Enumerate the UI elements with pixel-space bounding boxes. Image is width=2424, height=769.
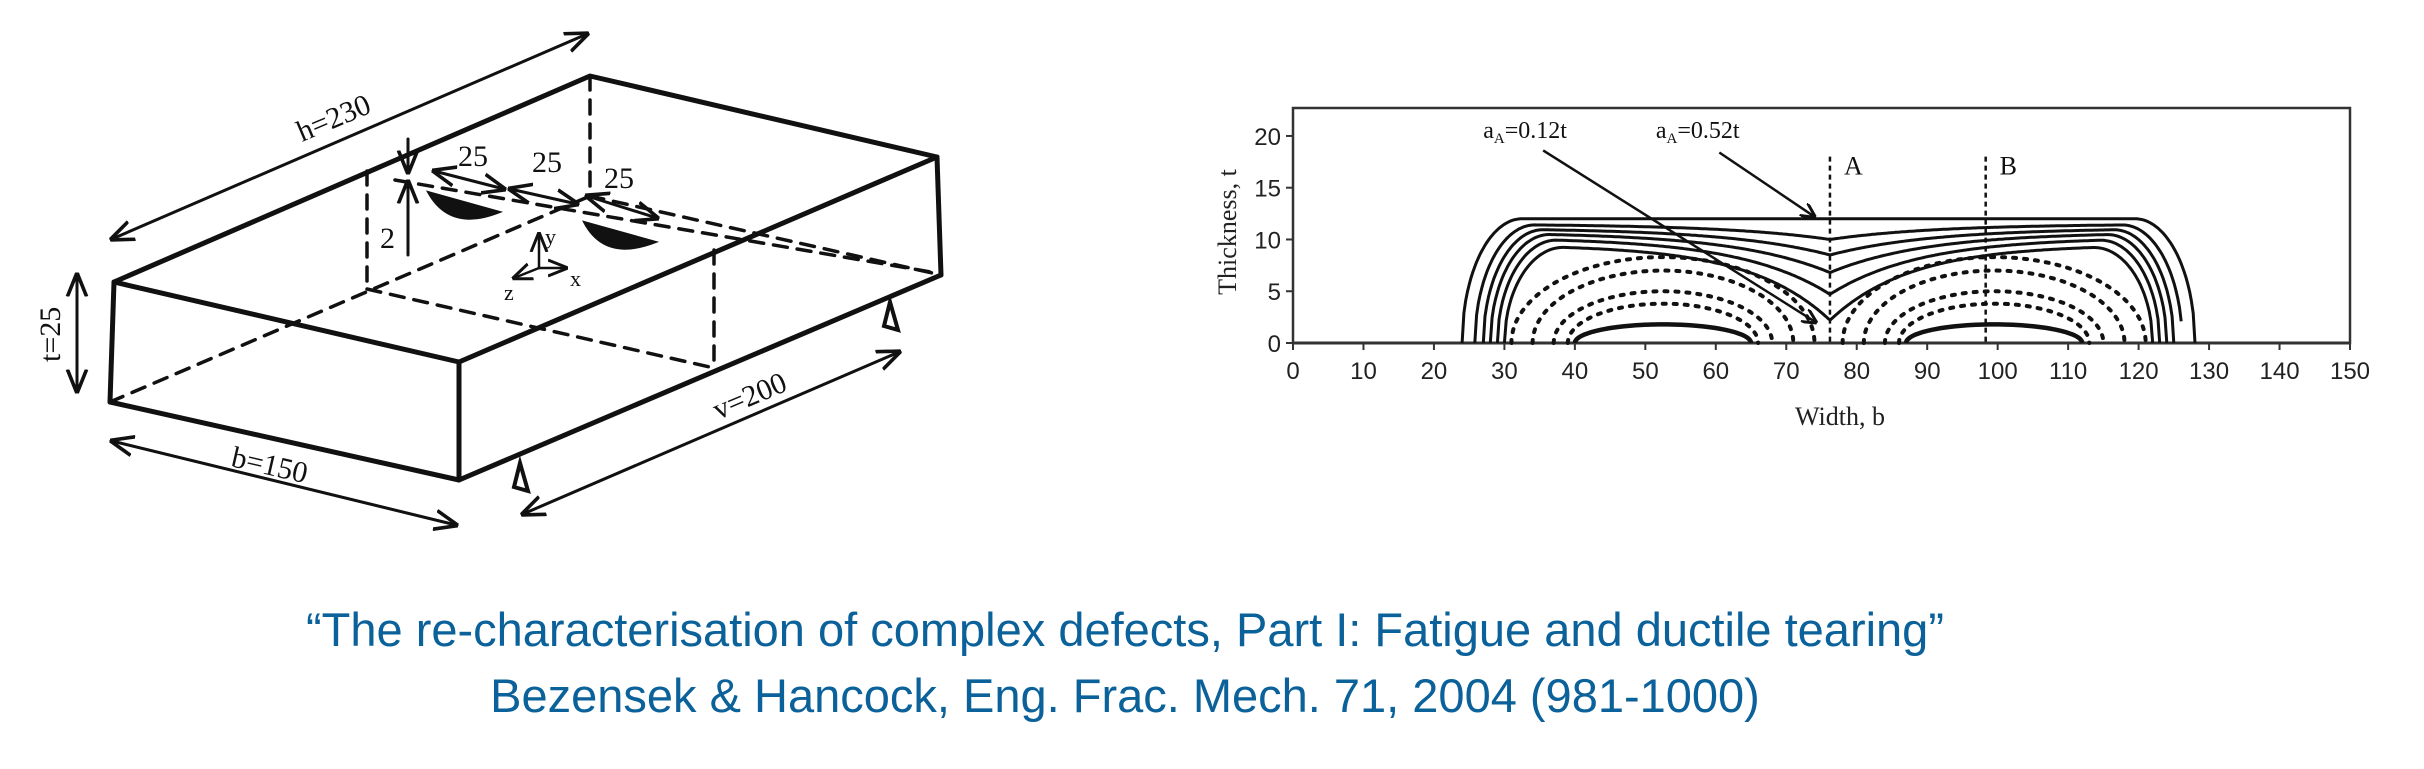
box-edges <box>107 73 944 483</box>
label-gap-2: 25 <box>532 146 562 179</box>
x-tick-label: 50 <box>1632 358 1659 385</box>
label-axis-x: x <box>570 266 581 291</box>
label-t: t=25 <box>34 307 67 362</box>
label-depth: 2 <box>380 222 395 255</box>
contour-dotted-1 <box>1509 255 1817 345</box>
contour-solid-6 <box>1502 245 2155 344</box>
x-axis: 0 10 20 30 40 50 60 70 80 90 100 110 120 130 140 150 <box>1286 343 2370 385</box>
x-tick-label: 140 <box>2260 358 2300 385</box>
contour-dotted-3 <box>1551 289 1775 345</box>
annotation-label-2: aA=0.52t <box>1656 118 1740 147</box>
x-tick-label: 30 <box>1491 358 1518 385</box>
dimension-arrows <box>77 34 899 525</box>
x-tick-label: 90 <box>1914 358 1941 385</box>
annotation-symbol: a <box>1656 118 1667 144</box>
x-tick-label: 40 <box>1562 358 1589 385</box>
coordinate-axes <box>514 234 566 278</box>
reference-label-A: A <box>1844 151 1863 180</box>
y-tick-label: 5 <box>1268 279 1281 306</box>
label-axis-z: z <box>504 280 514 305</box>
x-tick-label: 80 <box>1843 358 1870 385</box>
y-axis: 0 5 10 15 20 <box>1254 124 1293 358</box>
x-tick-label: 20 <box>1421 358 1448 385</box>
x-tick-label: 60 <box>1702 358 1729 385</box>
annotation-value: =0.52t <box>1677 118 1740 144</box>
contour-dotted-4 <box>1565 301 1761 345</box>
reference-label-B: B <box>2000 151 2017 180</box>
caption-title: “The re-characterisation of complex defe… <box>306 603 1944 656</box>
x-tick-label: 10 <box>1350 358 1377 385</box>
label-gap-1: 25 <box>458 140 488 173</box>
contour-solid-2 <box>1473 223 2183 344</box>
label-h: h=230 <box>292 88 376 148</box>
label-axis-y: y <box>545 224 556 249</box>
annotation-label-1: aA=0.12t <box>1483 118 1567 147</box>
crack-right <box>582 220 660 250</box>
hidden-edges <box>108 74 943 404</box>
annotation-arrow-1 <box>1542 149 1816 322</box>
contour-dotted-8 <box>1897 301 2092 345</box>
annotation-subscript: A <box>1667 131 1678 147</box>
contour-dotted-7 <box>1882 289 2106 345</box>
x-tick-label: 110 <box>2049 358 2087 385</box>
x-tick-label: 150 <box>2330 358 2370 385</box>
x-tick-label: 130 <box>2189 358 2229 385</box>
x-tick-label: 120 <box>2119 358 2159 385</box>
y-tick-label: 20 <box>1254 124 1281 151</box>
label-gap-3: 25 <box>604 162 634 195</box>
x-tick-label: 100 <box>1978 358 2018 385</box>
support-right-icon <box>881 294 901 333</box>
y-tick-label: 0 <box>1268 331 1281 358</box>
contour-solid-1 <box>1460 217 2197 344</box>
contour-solid-4 <box>1488 233 2169 344</box>
contour-solid-3 <box>1481 228 2176 344</box>
support-left-icon <box>511 455 531 494</box>
annotation-symbol: a <box>1483 118 1494 144</box>
initial-defect-1 <box>1572 322 1754 344</box>
caption-citation: Bezensek & Hancock, Eng. Frac. Mech. 71,… <box>490 669 1760 722</box>
contour-dotted-5 <box>1840 255 2148 345</box>
contours <box>1293 217 2350 345</box>
annotation-value: =0.12t <box>1505 118 1568 144</box>
initial-defect-2 <box>1903 322 2085 344</box>
x-axis-label: Width, b <box>1795 402 1885 431</box>
y-tick-label: 15 <box>1254 176 1281 203</box>
x-tick-label: 0 <box>1286 358 1299 385</box>
label-b: b=150 <box>228 441 310 490</box>
y-axis-label: Thickness, t <box>1213 168 1242 294</box>
annotation-subscript: A <box>1494 131 1505 147</box>
x-tick-label: 70 <box>1773 358 1800 385</box>
annotation-arrow-2 <box>1718 151 1814 217</box>
y-tick-label: 10 <box>1254 227 1281 254</box>
contour-solid-5 <box>1495 238 2162 344</box>
specimen-diagram <box>77 34 944 525</box>
